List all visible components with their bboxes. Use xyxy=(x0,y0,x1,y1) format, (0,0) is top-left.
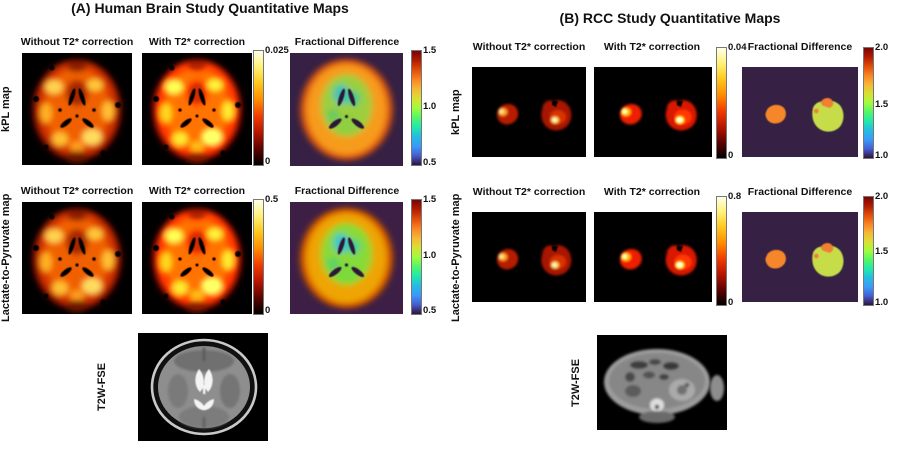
colorbar-mid-label: 1.5 xyxy=(875,99,889,110)
colorbar-max-label: 2.0 xyxy=(875,42,889,53)
colorbar-min-label: 0 xyxy=(728,150,734,161)
l2p-colorbar xyxy=(716,196,727,306)
kpl-colorbar xyxy=(253,50,264,166)
kpl-colorbar xyxy=(716,47,727,159)
colorbar-mid-label: 1.5 xyxy=(875,246,889,257)
col-header-with-t2-correction: With T2* correction xyxy=(603,41,701,53)
row-label-lactate-to-pyruvate-map: Lactate-to-Pyruvate map xyxy=(450,193,462,322)
col-header-with-t2-correction: With T2* correction xyxy=(148,185,246,197)
t2w-fse-label: T2W-FSE xyxy=(96,362,108,412)
fd-header: Fractional Difference xyxy=(294,36,400,48)
fd-colorbar xyxy=(863,196,874,306)
colorbar-min-label: 0 xyxy=(265,156,271,167)
kpl-map-with-correction-image xyxy=(594,67,712,157)
kpl-fractional-difference-image xyxy=(290,53,403,166)
panel-a-title: (A) Human Brain Study Quantitative Maps xyxy=(71,0,349,16)
l2p-map-with-correction-image xyxy=(594,212,712,302)
t2w-fse-abdomen-image xyxy=(597,335,727,430)
l2p-map-without-correction-image xyxy=(472,212,586,302)
fd-colorbar xyxy=(863,47,874,159)
l2p-map-without-correction-image xyxy=(22,202,132,314)
col-header-with-t2-correction: With T2* correction xyxy=(603,186,701,198)
colorbar-max-label: 0.025 xyxy=(265,45,289,56)
col-header-without-t2-correction: Without T2* correction xyxy=(472,186,586,198)
fd-colorbar xyxy=(411,50,422,166)
t2w-fse-brain-image xyxy=(138,333,268,441)
colorbar-min-label: 1.0 xyxy=(875,150,889,161)
colorbar-mid-label: 1.0 xyxy=(423,101,437,112)
kpl-map-without-correction-image xyxy=(472,67,586,157)
col-header-with-t2-correction: With T2* correction xyxy=(148,36,246,48)
colorbar-mid-label: 1.0 xyxy=(423,250,437,261)
kpl-fractional-difference-image xyxy=(742,67,858,157)
fd-header: Fractional Difference xyxy=(294,185,400,197)
colorbar-max-label: 0.04 xyxy=(728,42,747,53)
col-header-without-t2-correction: Without T2* correction xyxy=(20,185,134,197)
colorbar-max-label: 1.5 xyxy=(423,194,437,205)
l2p-fractional-difference-image xyxy=(290,202,403,314)
fd-header: Fractional Difference xyxy=(747,186,853,198)
colorbar-max-label: 0.8 xyxy=(728,191,742,202)
kpl-map-with-correction-image xyxy=(142,53,252,165)
colorbar-min-label: 0 xyxy=(265,305,271,316)
colorbar-min-label: 0.5 xyxy=(423,157,437,168)
colorbar-max-label: 0.5 xyxy=(265,194,279,205)
l2p-colorbar xyxy=(253,199,264,315)
colorbar-min-label: 0 xyxy=(728,297,734,308)
l2p-fractional-difference-image xyxy=(742,212,858,302)
l2p-map-with-correction-image xyxy=(142,202,252,314)
kpl-map-without-correction-image xyxy=(22,53,132,165)
colorbar-max-label: 1.5 xyxy=(423,45,437,56)
row-label-kpl-map: kPL map xyxy=(0,86,12,132)
row-label-lactate-to-pyruvate-map: Lactate-to-Pyruvate map xyxy=(0,193,12,322)
fd-colorbar xyxy=(411,199,422,315)
row-label-kpl-map: kPL map xyxy=(450,89,462,135)
colorbar-min-label: 0.5 xyxy=(423,305,437,316)
panel-b-title: (B) RCC Study Quantitative Maps xyxy=(559,10,781,26)
col-header-without-t2-correction: Without T2* correction xyxy=(20,36,134,48)
fd-header: Fractional Difference xyxy=(747,41,853,53)
col-header-without-t2-correction: Without T2* correction xyxy=(472,41,586,53)
colorbar-max-label: 2.0 xyxy=(875,191,889,202)
t2w-fse-label: T2W-FSE xyxy=(570,358,582,407)
colorbar-min-label: 1.0 xyxy=(875,297,889,308)
